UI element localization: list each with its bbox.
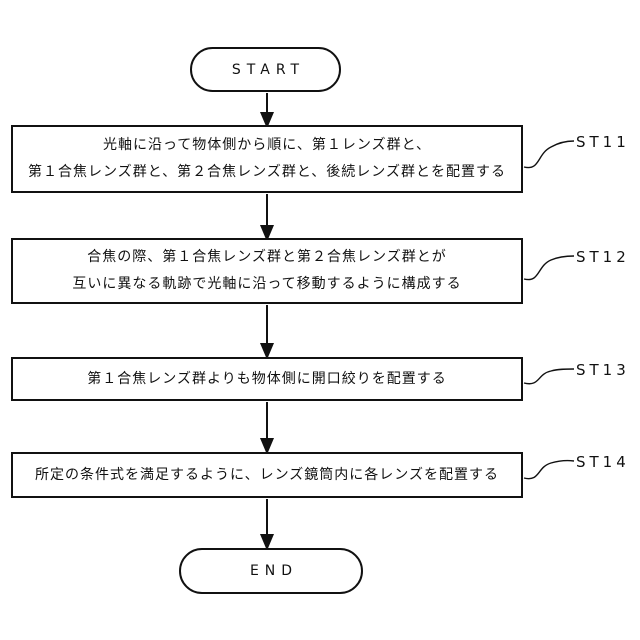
leader-line-st13 xyxy=(523,368,575,385)
step-st12-line-2: 互いに異なる軌跡で光軸に沿って移動するように構成する xyxy=(72,276,462,292)
step-st12-line-1: 合焦の際、第１合焦レンズ群と第２合焦レンズ群とが xyxy=(87,249,447,265)
step-st14-line-1: 所定の条件式を満足するように、レンズ鏡筒内に各レンズを配置する xyxy=(34,466,500,483)
arrowhead-icon xyxy=(259,343,275,360)
step-box-st11: 光軸に沿って物体側から順に、第１レンズ群と、 第１合焦レンズ群と、第２合焦レンズ… xyxy=(11,125,523,193)
leader-line-st11 xyxy=(523,140,575,169)
step-st13-line-1: 第１合焦レンズ群よりも物体側に開口絞りを配置する xyxy=(87,370,447,387)
leader-line-st14 xyxy=(523,459,575,480)
arrowhead-icon xyxy=(259,534,275,551)
leader-line-st12 xyxy=(523,255,575,281)
arrowhead-icon xyxy=(259,112,275,129)
start-node: START xyxy=(190,47,341,92)
arrowhead-icon xyxy=(259,438,275,455)
arrowhead-icon xyxy=(259,225,275,242)
step-box-st12: 合焦の際、第１合焦レンズ群と第２合焦レンズ群とが 互いに異なる軌跡で光軸に沿って… xyxy=(11,238,523,304)
step-label-st12: ST12 xyxy=(576,248,630,266)
step-box-st14: 所定の条件式を満足するように、レンズ鏡筒内に各レンズを配置する xyxy=(11,452,523,498)
step-st11-line-2: 第１合焦レンズ群と、第２合焦レンズ群と、後続レンズ群とを配置する xyxy=(27,164,507,180)
end-node: END xyxy=(179,548,363,594)
step-label-st14: ST14 xyxy=(576,453,630,471)
step-label-st13: ST13 xyxy=(576,361,630,379)
step-st11-line-1: 光軸に沿って物体側から順に、第１レンズ群と、 xyxy=(102,137,432,153)
step-label-st11: ST11 xyxy=(576,133,630,151)
step-box-st13: 第１合焦レンズ群よりも物体側に開口絞りを配置する xyxy=(11,357,523,401)
